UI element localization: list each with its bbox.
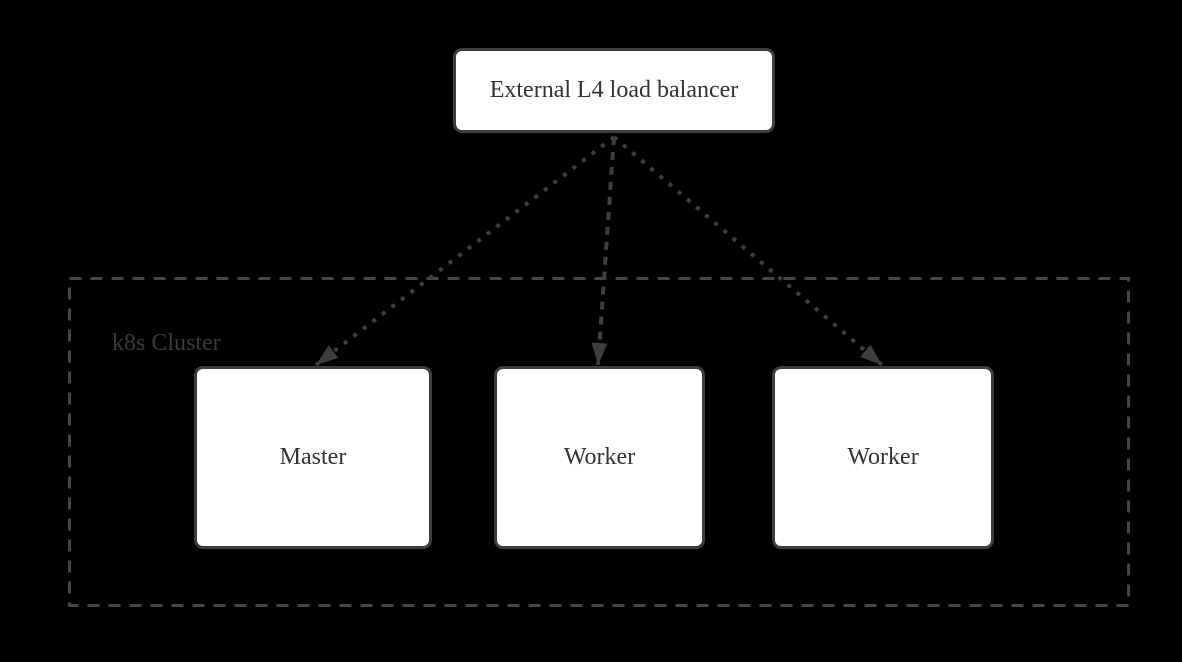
edge-lb-to-master <box>314 135 616 367</box>
node-worker-2: Worker <box>772 366 994 549</box>
worker-1-label: Worker <box>563 444 636 470</box>
cluster-label: k8s Cluster <box>112 330 221 356</box>
node-master: Master <box>194 366 432 549</box>
edge-lb-to-worker-1 <box>591 136 616 366</box>
master-label: Master <box>279 444 347 470</box>
node-load-balancer: External L4 load balancer <box>453 48 775 133</box>
worker-2-label: Worker <box>847 444 919 470</box>
edge-lb-to-worker-2 <box>612 135 884 367</box>
node-worker-1: Worker <box>494 366 705 549</box>
load-balancer-label: External L4 load balancer <box>489 77 739 103</box>
